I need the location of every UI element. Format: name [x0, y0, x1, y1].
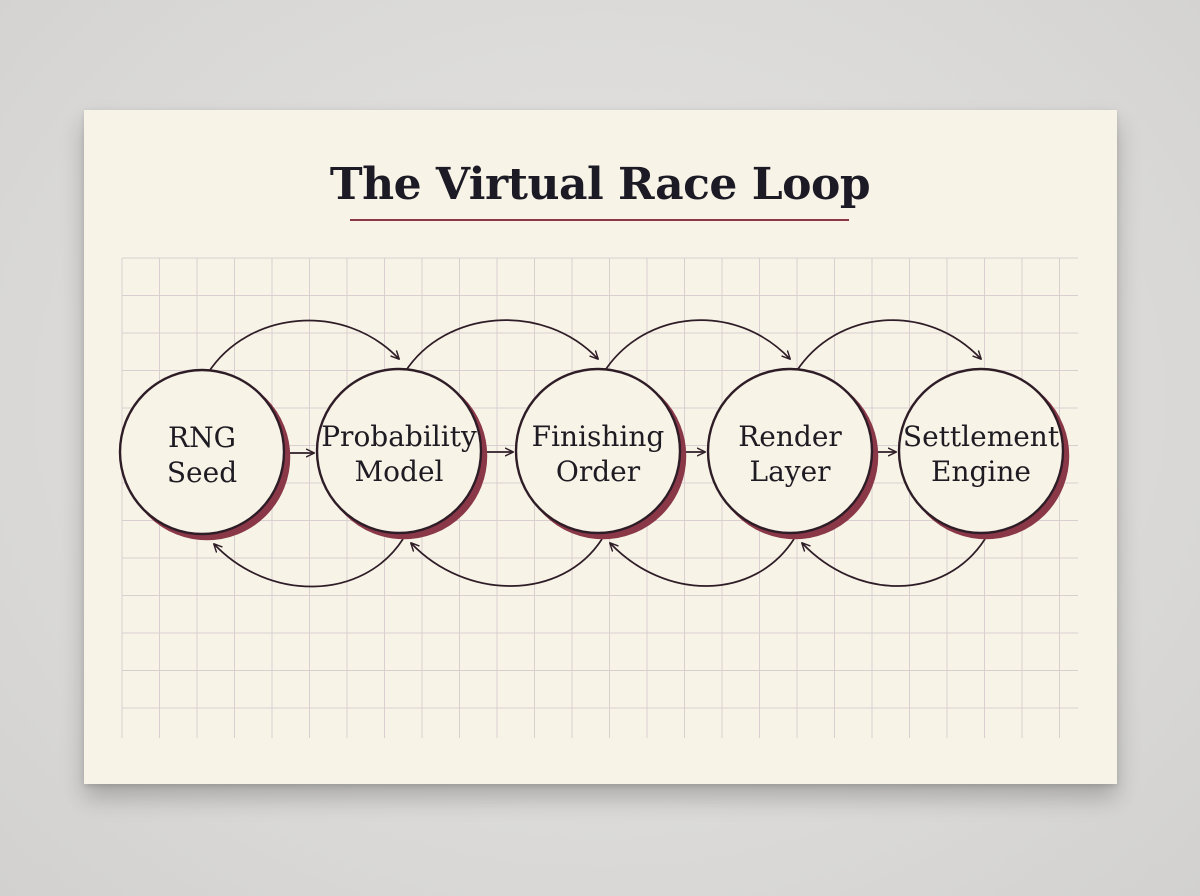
node-label-line-2: Engine: [931, 455, 1031, 488]
node-circle: [315, 367, 483, 535]
node-label-line-2: Layer: [749, 455, 831, 488]
node-circle: [118, 368, 286, 536]
edge-probability-to-rng-arc-bottom: [214, 538, 404, 588]
node-label-line-2: Seed: [167, 456, 237, 489]
node-label-line-1: Probability: [321, 420, 477, 453]
edge-render-to-settlement-arc-top: [795, 319, 981, 373]
node-label-line-1: Render: [738, 420, 842, 453]
edge-finishing-to-render-arc-top: [603, 319, 790, 373]
diagram-title: The Virtual Race Loop: [329, 159, 871, 210]
edge-rng-to-probability-arc-top: [207, 319, 399, 374]
node-circle: [706, 367, 874, 535]
node-label-line-2: Model: [355, 455, 444, 488]
title-underline: [350, 219, 849, 221]
node-label-line-1: Settlement: [903, 420, 1060, 453]
edge-render-to-finishing-arc-bottom: [610, 538, 795, 587]
edge-finishing-to-probability-arc-bottom: [411, 538, 603, 587]
edge-settlement-to-render-arc-bottom: [802, 538, 986, 587]
node-label-line-1: Finishing: [532, 420, 665, 453]
node-label-line-1: RNG: [168, 421, 236, 454]
edges: [207, 319, 986, 588]
node-circle: [897, 367, 1065, 535]
edge-probability-to-finishing-arc-top: [404, 319, 598, 373]
node-label-line-2: Order: [556, 455, 641, 488]
node-circle: [514, 367, 682, 535]
